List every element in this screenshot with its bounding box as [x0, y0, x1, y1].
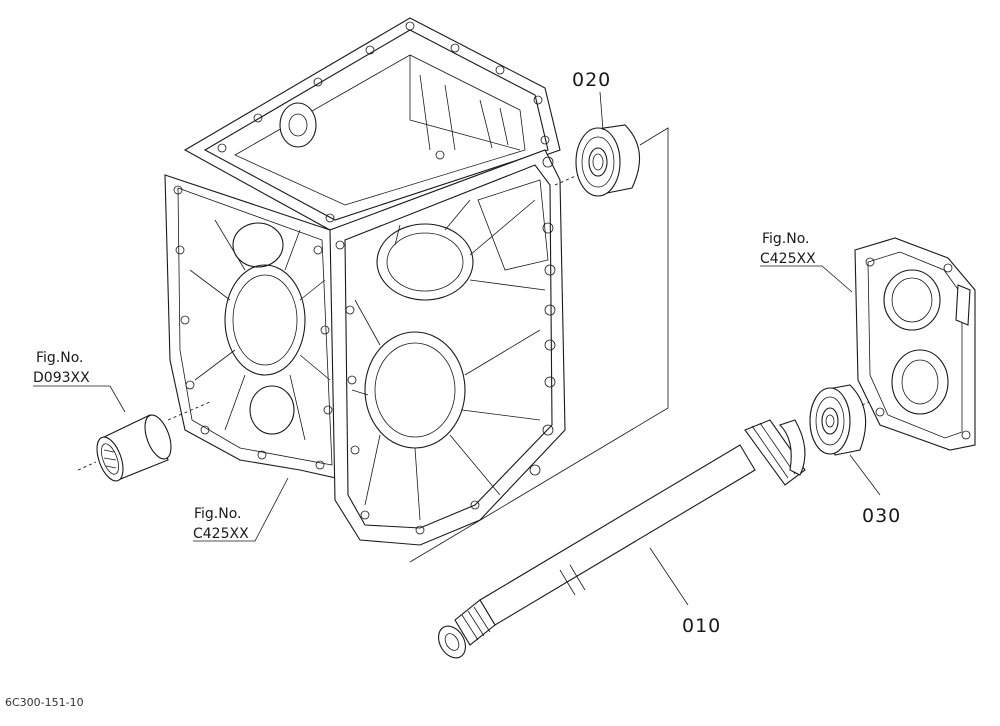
part-label-030: 030	[862, 505, 901, 527]
transmission-case	[164, 17, 566, 546]
sleeve	[96, 414, 172, 482]
part-010-leader	[649, 547, 689, 606]
bearing-030	[809, 384, 867, 456]
ref-case-prefix: Fig.No.	[194, 506, 242, 522]
ref-left-leader	[33, 385, 126, 413]
part-020-leader	[599, 91, 604, 131]
part-label-020: 020	[572, 69, 611, 91]
ref-case-code: C425XX	[193, 526, 249, 542]
drawing-code: 6C300-151-10	[5, 696, 84, 709]
ref-cover-prefix: Fig.No.	[762, 231, 810, 247]
ref-cover-leader	[760, 265, 853, 293]
right-cover	[854, 237, 976, 451]
part-label-010: 010	[682, 615, 721, 637]
part-030-leader	[849, 454, 881, 496]
bearing-020-guide	[554, 174, 579, 186]
ref-case-leader	[193, 477, 289, 542]
ref-left-prefix: Fig.No.	[36, 350, 84, 366]
ref-left-code: D093XX	[33, 370, 90, 386]
sleeve-guide-left	[77, 461, 97, 471]
ref-cover-code: C425XX	[760, 251, 816, 267]
bearing-020-frame	[409, 127, 669, 563]
sleeve-guide-right	[167, 401, 211, 421]
shaft-010	[438, 419, 806, 659]
bearing-020	[575, 124, 641, 197]
